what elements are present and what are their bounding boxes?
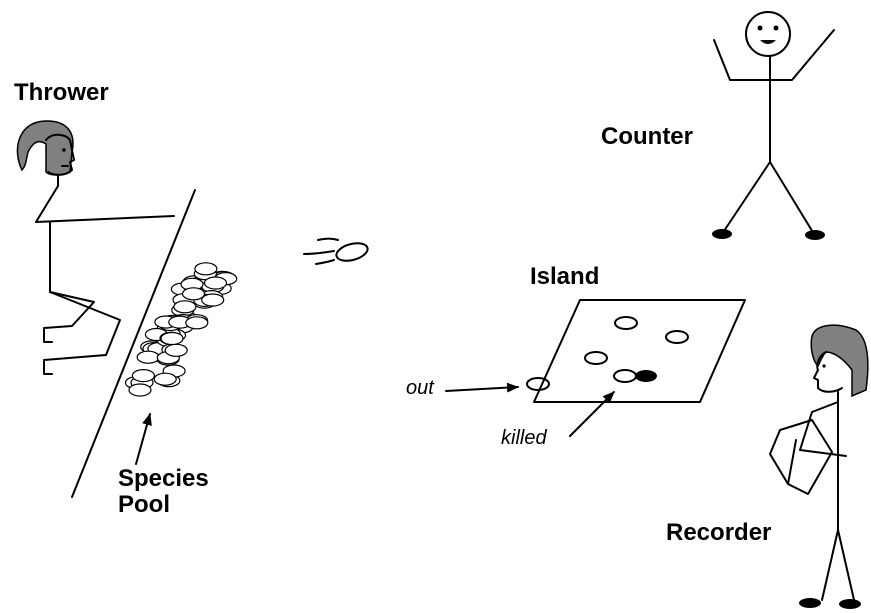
thrower-figure: [16, 120, 175, 375]
label-out: out: [406, 377, 434, 399]
species-oval: [173, 300, 197, 314]
counter-arms: [713, 29, 835, 81]
recorder-foot: [799, 598, 821, 608]
thrown-species-oval: [335, 242, 369, 262]
killed-arrow: [569, 391, 615, 437]
divider-line: [71, 189, 196, 498]
species-oval: [613, 369, 637, 383]
out-species-oval: [526, 377, 550, 391]
species-oval: [185, 316, 209, 330]
motion-line: [315, 259, 335, 265]
species-oval: [201, 293, 225, 307]
species-oval: [131, 369, 155, 383]
label-species-pool: Species Pool: [118, 465, 209, 519]
species-oval: [584, 351, 608, 365]
species-oval: [203, 276, 228, 290]
species-oval: [181, 287, 206, 301]
species-pool-cluster: [124, 262, 238, 397]
island-outline: [533, 299, 746, 403]
thrower-leg-front: [43, 291, 121, 375]
label-island: Island: [530, 263, 600, 290]
counter-eye: [773, 25, 779, 31]
species-oval: [153, 372, 177, 386]
species-oval: [136, 350, 160, 364]
killed-species-oval: [635, 370, 657, 382]
species-oval: [128, 383, 152, 397]
recorder-foot: [839, 599, 861, 609]
island: [526, 299, 746, 403]
species-oval: [160, 331, 184, 346]
thrower-eye: [62, 148, 66, 152]
counter-head: [745, 11, 791, 57]
label-recorder: Recorder: [666, 519, 772, 546]
label-counter: Counter: [601, 123, 693, 150]
species-oval: [665, 330, 689, 344]
counter-figure: [712, 11, 835, 240]
counter-smile: [760, 40, 776, 44]
thrown-species: [303, 237, 369, 265]
species-pool-arrow: [135, 413, 152, 465]
species-oval: [164, 343, 188, 357]
recorder-figure: [769, 324, 869, 609]
counter-foot: [712, 229, 732, 239]
motion-line: [303, 250, 335, 255]
species-oval: [194, 262, 218, 276]
thrower-body: [35, 185, 175, 223]
counter-eye: [757, 25, 763, 31]
recorder-legs: [821, 529, 855, 601]
counter-legs: [721, 161, 815, 235]
out-arrow: [445, 382, 519, 393]
recorder-arms: [799, 401, 847, 457]
recorder-hair: [810, 324, 869, 398]
motion-line: [317, 237, 339, 241]
counter-foot: [805, 230, 825, 240]
recorder-clipboard: [769, 419, 833, 495]
label-thrower: Thrower: [14, 79, 109, 106]
label-killed: killed: [501, 427, 547, 449]
recorder-eye: [822, 364, 826, 368]
recorder-face: [813, 351, 843, 393]
species-oval: [614, 316, 638, 330]
thrower-face: [45, 133, 75, 176]
thrower-leg-back: [43, 291, 95, 343]
